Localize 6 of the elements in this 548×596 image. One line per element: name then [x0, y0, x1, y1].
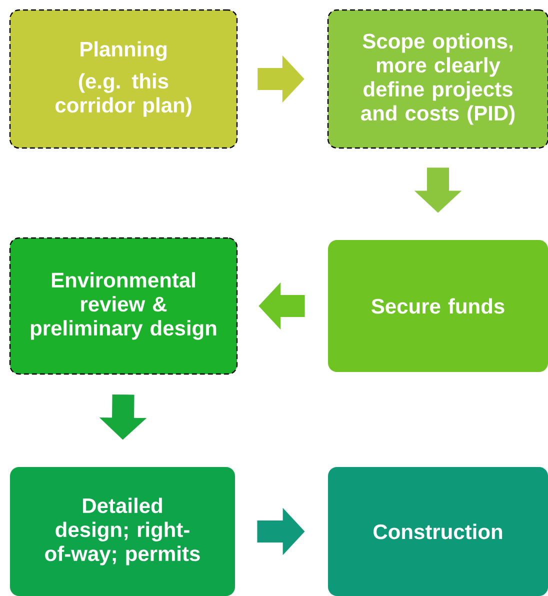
process-box: Secure funds: [328, 240, 548, 372]
process-box: Scope options, more clearly define projects and costs (PID): [327, 9, 548, 149]
process-box: Construction: [328, 467, 548, 596]
process-box: Detailed design; right-of-way; permits: [10, 467, 235, 596]
process-box: Environmental review & preliminary design: [9, 237, 238, 375]
process-box: Planning (e.g. this corridor plan): [9, 9, 238, 149]
